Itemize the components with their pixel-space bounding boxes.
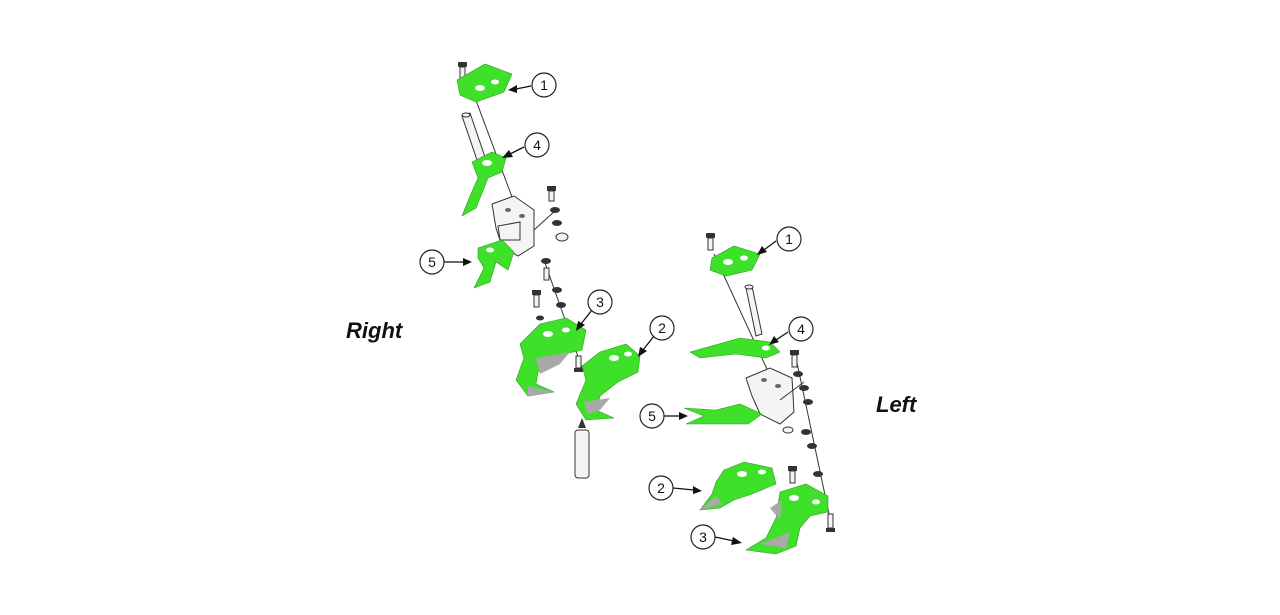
part-2-hook-guard bbox=[575, 343, 641, 421]
callout-left-2: 2 bbox=[648, 475, 702, 501]
callout-right-5: 5 bbox=[419, 249, 472, 275]
part-5-guard-middle bbox=[473, 239, 515, 289]
part-4-guard-top bbox=[461, 151, 507, 217]
bolt-stack-upper bbox=[533, 186, 569, 242]
callout-number: 2 bbox=[657, 480, 665, 496]
callout-number: 3 bbox=[596, 294, 604, 310]
callout-number: 1 bbox=[785, 231, 793, 247]
left-side-label: Left bbox=[876, 392, 918, 417]
pin bbox=[744, 284, 763, 337]
part-4-guard-top bbox=[689, 337, 781, 359]
callout-left-5: 5 bbox=[639, 403, 688, 429]
callout-number: 5 bbox=[648, 408, 656, 424]
callout-number: 1 bbox=[540, 77, 548, 93]
callout-right-3: 3 bbox=[576, 289, 613, 331]
bolt-stack-upper bbox=[790, 350, 813, 405]
callout-number: 2 bbox=[658, 320, 666, 336]
pin bbox=[461, 112, 487, 164]
callout-right-1: 1 bbox=[508, 72, 557, 98]
right-side-label: Right bbox=[346, 318, 404, 343]
callout-left-3: 3 bbox=[690, 524, 742, 550]
hardware-middle bbox=[532, 258, 566, 321]
left-assembly bbox=[683, 233, 835, 555]
right-assembly bbox=[456, 62, 641, 479]
part-1-plate bbox=[456, 63, 513, 103]
callout-left-4: 4 bbox=[769, 316, 814, 345]
top-screw bbox=[706, 233, 715, 251]
callout-left-1: 1 bbox=[757, 226, 802, 255]
part-3-hook-guard bbox=[515, 317, 587, 397]
callout-number: 4 bbox=[797, 321, 805, 337]
part-5-guard-middle bbox=[683, 403, 763, 425]
part-2-hook-guard bbox=[699, 461, 777, 511]
callout-number: 5 bbox=[428, 254, 436, 270]
callout-right-4: 4 bbox=[502, 132, 550, 158]
screw-small bbox=[574, 355, 583, 372]
part-3-hook-guard bbox=[745, 483, 829, 555]
part-1-plate bbox=[709, 245, 761, 277]
hardware-middle bbox=[782, 426, 823, 484]
grease-cartridge bbox=[574, 418, 590, 479]
callout-number: 4 bbox=[533, 137, 541, 153]
main-body-casting bbox=[745, 367, 805, 425]
callout-number: 3 bbox=[699, 529, 707, 545]
callout-right-2: 2 bbox=[638, 315, 675, 357]
screw-small bbox=[826, 513, 835, 532]
